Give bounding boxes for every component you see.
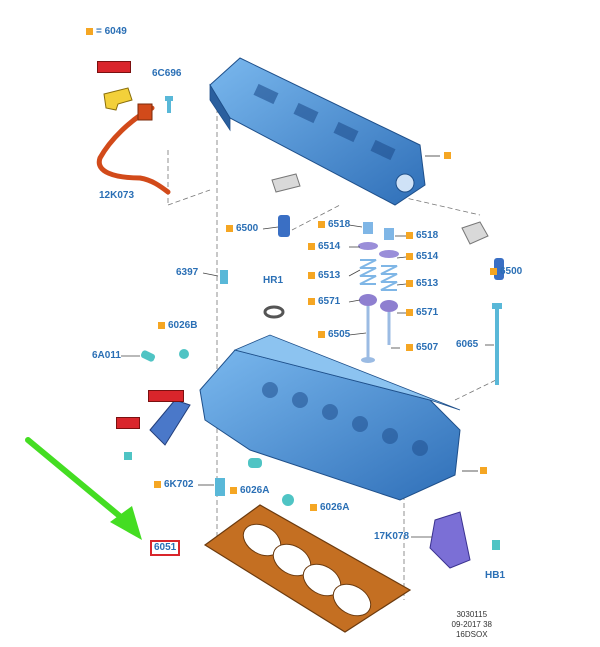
part-label-HR1: HR1: [263, 275, 284, 286]
stamp-line-3: 16DSOX: [455, 630, 488, 639]
part-label-6514-right: 6514: [406, 251, 438, 263]
part-label-6507: 6507: [406, 342, 438, 354]
head-gasket: [203, 504, 412, 633]
part-label-6500-right: 6500: [490, 266, 522, 278]
part-label-6051-highlighted: 6051: [150, 540, 181, 556]
part-label-6518-right: 6518: [406, 230, 438, 242]
cylinder-head: [199, 334, 487, 501]
leader-lines: [167, 100, 497, 600]
label-connectors: [121, 224, 494, 538]
legend: = 6049: [86, 26, 127, 37]
part-label-6A011: 6A011: [92, 350, 121, 361]
part-label-6514-left: 6514: [308, 241, 340, 253]
part-label-6026A-b: 6026A: [310, 502, 349, 514]
part-label-6505: 6505: [318, 329, 350, 341]
part-label-6397: 6397: [176, 267, 199, 278]
part-label-6026B: 6026B: [158, 320, 197, 332]
legend-text: = 6049: [96, 26, 127, 37]
part-label-6065: 6065: [456, 339, 479, 350]
part-label-6513-right: 6513: [406, 278, 438, 290]
highlight-box: [148, 390, 184, 402]
part-label-6K702: 6K702: [154, 479, 193, 491]
valve-train-left: [278, 215, 378, 363]
part-label-6518-left: 6518: [318, 219, 350, 231]
sensor-harness: [96, 103, 171, 195]
yellow-bracket: [103, 87, 133, 111]
valve-train-right: [271, 173, 504, 345]
seal-HR1: [263, 305, 285, 319]
part-label-6500-left: 6500: [226, 223, 258, 235]
part-label-6513-left: 6513: [308, 270, 340, 282]
head-bolt: [492, 303, 502, 385]
camshaft-carrier: [209, 57, 451, 206]
part-label-12K073: 12K073: [99, 190, 135, 201]
highlight-box: [116, 417, 140, 429]
green-arrow: [25, 437, 142, 540]
part-label-6571-left: 6571: [308, 296, 340, 308]
part-label-17K078: 17K078: [374, 531, 410, 542]
highlight-box: [97, 61, 131, 73]
stamp-line-1: 3030115: [456, 610, 488, 619]
part-label-6026A-a: 6026A: [230, 485, 269, 497]
small-parts: [124, 270, 500, 569]
part-label-6C696: 6C696: [152, 68, 182, 79]
stamp-line-2: 09-2017 38: [451, 620, 492, 629]
part-label-HB1: HB1: [485, 570, 506, 581]
part-label-6571-right: 6571: [406, 307, 438, 319]
drawing-stamp: 3030115 09-2017 38 16DSOX: [452, 610, 492, 640]
bolt-6C696: [165, 96, 173, 113]
